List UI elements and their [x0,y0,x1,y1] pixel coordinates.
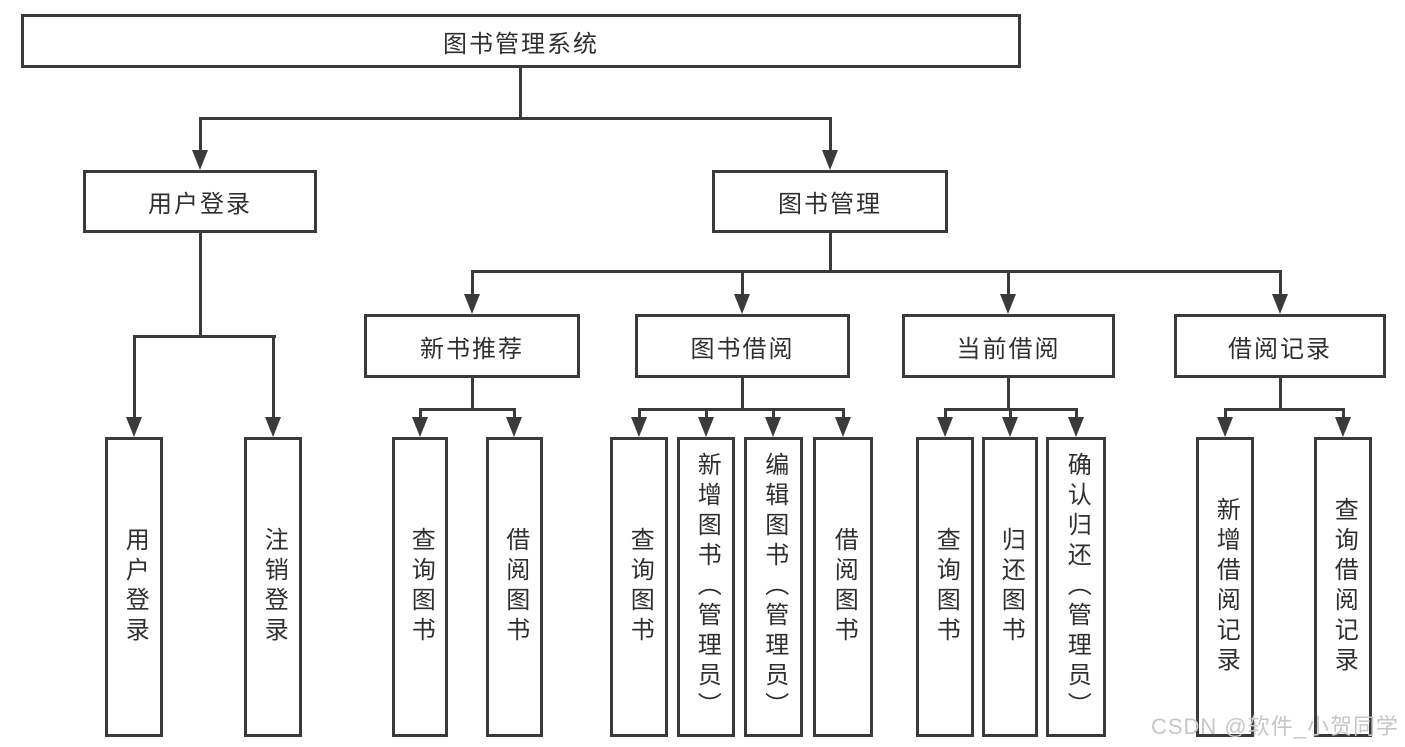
node-current-borrow: 当前借阅 [902,314,1115,378]
node-user-login: 用户登录 [83,170,317,233]
leaf-current-query-book: 查询图书 [916,437,974,737]
node-current-borrow-label: 当前借阅 [956,335,1061,363]
arrow-down-icon [506,408,522,437]
arrow-down-icon [192,117,208,170]
arrow-down-icon [1068,408,1084,437]
node-book-borrow-label: 图书借阅 [690,335,795,363]
connector-root-branch [198,117,832,120]
connector-login-stem [198,233,202,338]
leaf-borrow-query-book-label: 查询图书 [626,527,654,647]
arrow-down-icon [734,270,750,314]
arrow-down-icon [822,117,838,170]
leaf-return-book-label: 归还图书 [997,527,1025,647]
connector-login-branch [132,335,276,338]
leaf-query-borrow-record-label: 查询借阅记录 [1330,497,1358,677]
leaf-user-login: 用户登录 [105,437,163,737]
leaf-recommend-borrow-book-label: 借阅图书 [501,527,529,647]
arrow-down-icon [1002,408,1018,437]
arrow-down-icon [412,408,428,437]
connector-borrow-stem [740,378,744,411]
leaf-borrow-book: 借阅图书 [813,437,873,737]
node-user-login-label: 用户登录 [148,191,252,218]
node-borrow-record: 借阅记录 [1174,314,1386,378]
leaf-user-login-label: 用户登录 [121,527,149,647]
node-borrow-record-label: 借阅记录 [1228,335,1332,363]
leaf-recommend-query-book: 查询图书 [392,437,448,737]
leaf-add-borrow-record-label: 新增借阅记录 [1212,497,1240,677]
watermark: CSDN @软件_小贺同学 [1150,714,1399,739]
arrow-down-icon [835,408,851,437]
connector-recommend-branch [418,408,516,411]
connector-record-branch [1223,408,1345,411]
leaf-recommend-borrow-book: 借阅图书 [486,437,543,737]
leaf-edit-book-admin: 编辑图书（管理员） [744,437,803,737]
arrow-down-icon [1272,270,1288,314]
connector-management-branch [470,270,1282,273]
arrow-down-icon [464,270,480,314]
arrow-down-icon [765,408,781,437]
arrow-down-icon [126,335,142,437]
leaf-add-borrow-record: 新增借阅记录 [1196,437,1254,737]
leaf-borrow-query-book: 查询图书 [610,437,668,737]
leaf-logout: 注销登录 [244,437,302,737]
node-new-book-recommend: 新书推荐 [364,314,580,378]
leaf-current-query-book-label: 查询图书 [932,527,960,647]
node-root-label: 图书管理系统 [443,30,599,58]
leaf-add-book-admin-label: 新增图书（管理员） [693,452,721,722]
connector-recommend-stem [470,378,474,411]
leaf-recommend-query-book-label: 查询图书 [407,527,435,647]
arrow-down-icon [1217,408,1233,437]
arrow-down-icon [937,408,953,437]
leaf-query-borrow-record: 查询借阅记录 [1314,437,1372,737]
arrow-down-icon [1335,408,1351,437]
connector-root-stem [518,68,522,118]
leaf-confirm-return-admin-label: 确认归还（管理员） [1063,452,1091,722]
leaf-return-book: 归还图书 [982,437,1038,737]
leaf-logout-label: 注销登录 [260,527,288,647]
arrow-down-icon [265,335,281,437]
connector-management-stem [828,233,832,273]
leaf-edit-book-admin-label: 编辑图书（管理员） [760,452,788,722]
leaf-add-book-admin: 新增图书（管理员） [677,437,735,737]
arrow-down-icon [631,408,647,437]
connector-record-stem [1278,378,1282,411]
node-new-book-recommend-label: 新书推荐 [420,335,524,363]
connector-borrow-branch [637,408,845,411]
node-book-borrow: 图书借阅 [635,314,850,378]
arrow-down-icon [698,408,714,437]
connector-current-stem [1006,378,1010,411]
node-root: 图书管理系统 [21,14,1021,68]
leaf-borrow-book-label: 借阅图书 [830,527,858,647]
leaf-confirm-return-admin: 确认归还（管理员） [1046,437,1106,737]
node-book-management: 图书管理 [712,170,948,233]
arrow-down-icon [1000,270,1016,314]
node-book-management-label: 图书管理 [778,191,882,218]
